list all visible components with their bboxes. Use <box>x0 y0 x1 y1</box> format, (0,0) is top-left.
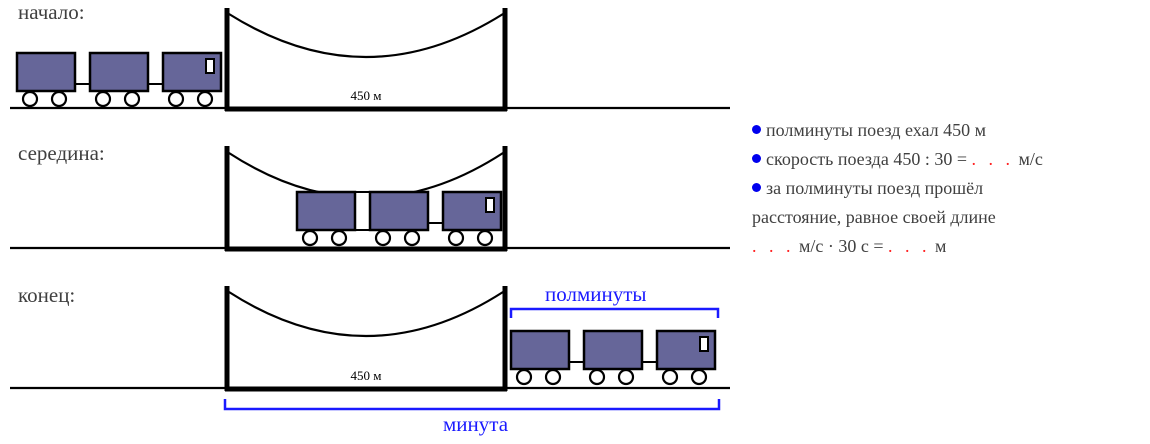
bullet-icon <box>752 183 761 192</box>
bullet-icon <box>752 154 761 163</box>
note-line-3: за полминуты поезд прошёл <box>752 174 1043 203</box>
note-line-2: скорость поезда 450 : 30 = . . . м/с <box>752 145 1043 174</box>
wheels <box>21 90 214 108</box>
wagon <box>15 51 77 93</box>
note-line-4: расстояние, равное своей длине <box>752 207 996 227</box>
note-line-1: полминуты поезд ехал 450 м <box>752 116 1043 145</box>
stage-label-end: конец: <box>18 283 76 307</box>
bullet-icon <box>752 125 761 134</box>
answer-blank[interactable]: . . . <box>888 236 931 256</box>
note-line-5: . . . м/с · 30 с = . . . м <box>752 236 947 256</box>
wheels <box>515 368 708 386</box>
minute-label: минута <box>443 412 509 436</box>
bridge: 450 м <box>224 286 508 392</box>
train <box>295 190 503 247</box>
window-icon <box>485 197 495 213</box>
explanation-notes: полминуты поезд ехал 450 м скорость поез… <box>752 116 1043 261</box>
bridge: 450 м <box>224 8 508 112</box>
wagon <box>582 329 644 371</box>
wagon <box>295 190 357 232</box>
bridge-length-label: 450 м <box>351 88 382 103</box>
half-minute-bracket <box>509 307 720 318</box>
wagon <box>509 329 571 371</box>
stage-label-start: начало: <box>18 0 85 24</box>
wagon <box>368 190 430 232</box>
wagon <box>88 51 150 93</box>
stage-middle <box>10 146 730 252</box>
bridge-arch <box>228 291 504 338</box>
train <box>15 51 223 108</box>
half-minute-label: полминуты <box>545 282 647 306</box>
stage-start: 450 м <box>10 8 730 112</box>
train <box>509 329 717 386</box>
wheels <box>301 229 494 247</box>
answer-blank[interactable]: . . . <box>971 149 1014 169</box>
bridge-length-label: 450 м <box>351 368 382 383</box>
window-icon <box>699 336 709 352</box>
stage-label-middle: середина: <box>18 141 105 165</box>
answer-blank[interactable]: . . . <box>752 236 795 256</box>
stage-end: 450 м <box>10 286 730 411</box>
minute-bracket <box>223 399 721 411</box>
bridge-arch <box>228 13 504 59</box>
window-icon <box>205 58 215 74</box>
